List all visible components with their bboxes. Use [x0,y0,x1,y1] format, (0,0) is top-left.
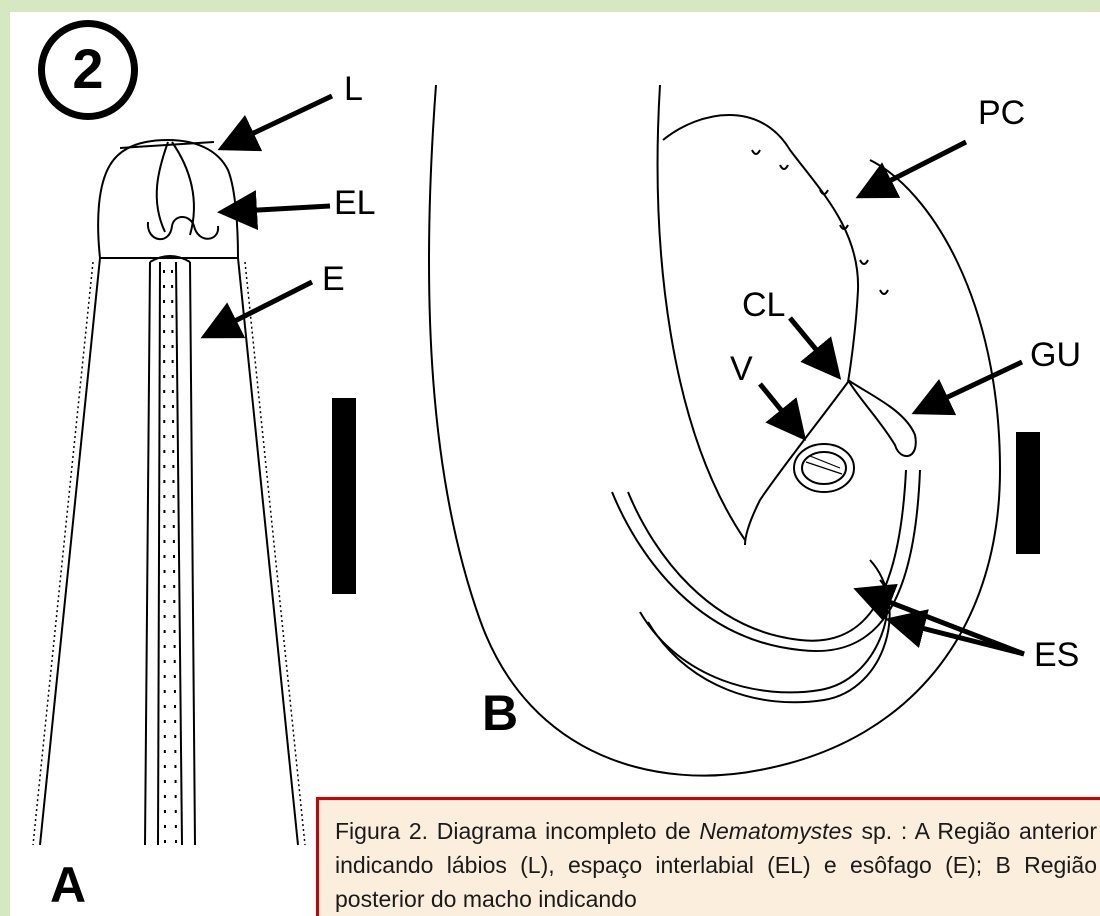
scale-bar-b [1016,432,1040,554]
label-PC: PC [978,96,1025,130]
arrow-E [205,282,312,336]
anterior-region-drawing [33,140,305,845]
panel-label-b: B [482,688,518,738]
label-E: E [322,262,345,296]
arrow-L [222,96,332,148]
label-EL: EL [334,186,376,220]
arrow-ES-2 [890,620,1024,654]
scale-bar-a [332,398,356,594]
figure-caption: Figura 2. Diagrama incompleto de Nematom… [316,797,1100,916]
caption-genus: Nematomystes [699,818,852,844]
figure-number-badge: 2 [38,20,138,120]
arrow-ES-1 [858,590,1024,654]
label-GU: GU [1030,338,1081,372]
label-CL: CL [742,288,785,322]
label-ES: ES [1034,638,1079,672]
arrow-EL [222,206,330,212]
arrow-CL [790,318,838,376]
posterior-region-drawing [429,85,1000,776]
panel-label-a: A [50,860,86,910]
label-V: V [730,352,753,386]
arrow-PC [860,142,966,196]
caption-prefix: Figura 2. Diagrama incompleto de [335,818,699,844]
arrow-V [760,384,803,437]
label-L: L [344,72,363,106]
arrow-GU [916,362,1022,412]
